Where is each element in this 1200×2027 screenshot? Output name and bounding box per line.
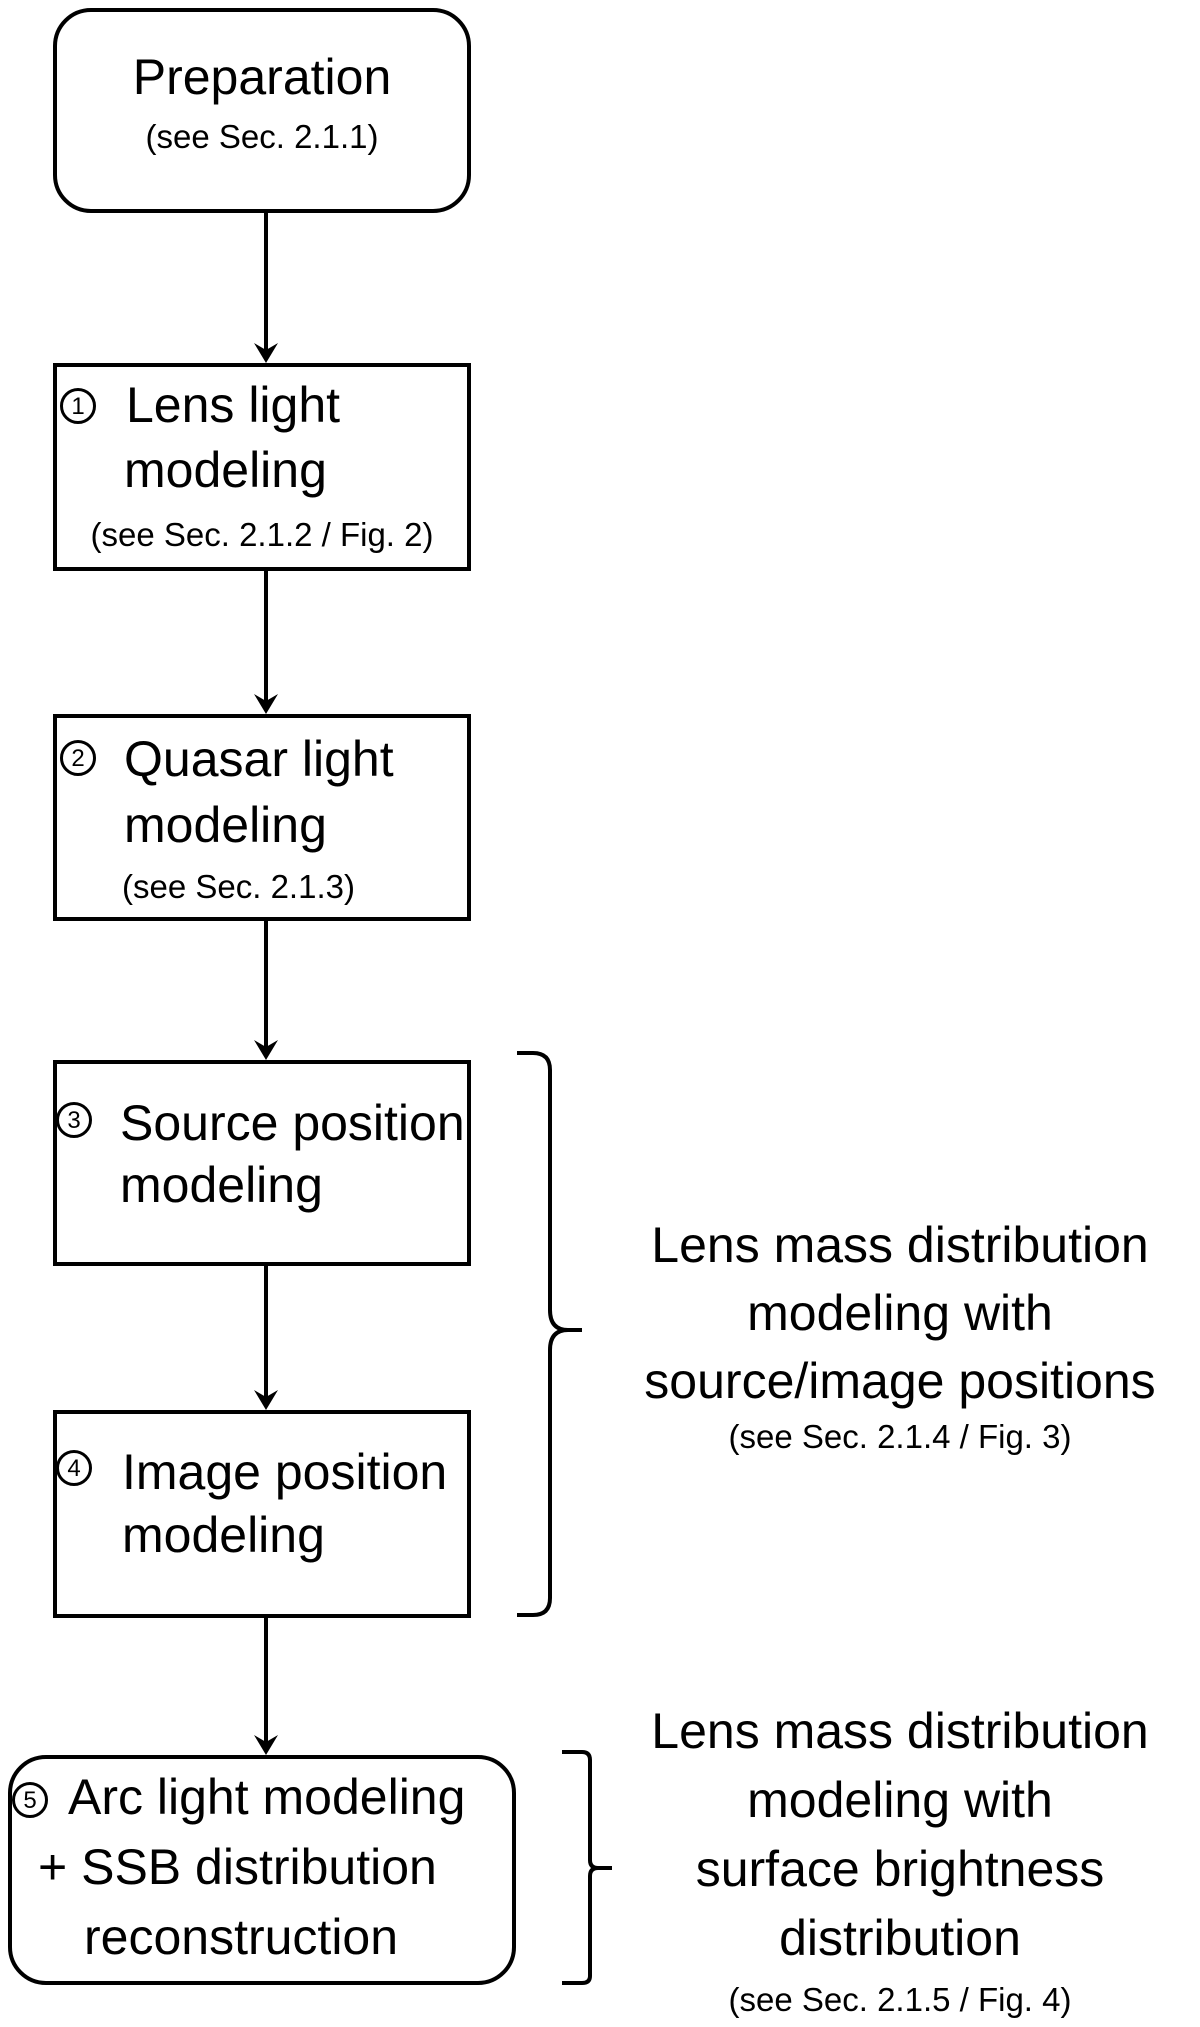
step-preparation bbox=[53, 8, 471, 213]
annotation-surface-line3: surface brightness bbox=[695, 1841, 1105, 1897]
step-3-title-line1: Source position bbox=[120, 1095, 465, 1151]
arrow-step3-to-step4 bbox=[254, 1265, 278, 1410]
step-5-box bbox=[8, 1755, 516, 1985]
annotation-surface-ref: (see Sec. 2.1.5 / Fig. 4) bbox=[728, 1981, 1072, 2018]
step-1-title-line1: Lens light bbox=[126, 377, 341, 433]
annotation-surface-line2: modeling with bbox=[747, 1772, 1053, 1828]
step-5-title-line2: + SSB distribution bbox=[38, 1839, 437, 1895]
step-1-box bbox=[53, 363, 471, 571]
annotation-surface-line4: distribution bbox=[779, 1910, 1021, 1966]
step-3-box bbox=[53, 1060, 471, 1266]
brace-positions-icon bbox=[517, 1051, 582, 1617]
annotation-positions-line3: source/image positions bbox=[644, 1353, 1156, 1409]
step-4-box bbox=[53, 1410, 471, 1618]
step-2-number-icon: 2 bbox=[60, 740, 96, 776]
step-2-box bbox=[53, 714, 471, 921]
arrow-step4-to-step5 bbox=[254, 1617, 278, 1755]
step-1-number-icon: 1 bbox=[60, 388, 96, 424]
step-2-ref: (see Sec. 2.1.3) bbox=[122, 868, 355, 905]
step-2-title-line1: Quasar light bbox=[124, 731, 394, 787]
annotation-positions-line2: modeling with bbox=[747, 1285, 1053, 1341]
step-5-number-icon: 5 bbox=[12, 1782, 48, 1818]
step-5-title-line1: Arc light modeling bbox=[68, 1769, 466, 1825]
step-2-title-line2: modeling bbox=[124, 797, 327, 853]
step-3-title-line2: modeling bbox=[120, 1157, 323, 1213]
step-preparation-ref: (see Sec. 2.1.1) bbox=[145, 118, 379, 155]
step-4-number-icon: 4 bbox=[56, 1450, 92, 1486]
arrow-step1-to-step2 bbox=[254, 570, 278, 714]
annotation-positions-line1: Lens mass distribution bbox=[651, 1217, 1149, 1273]
annotation-surface-line1: Lens mass distribution bbox=[651, 1703, 1149, 1759]
step-1-ref: (see Sec. 2.1.2 / Fig. 2) bbox=[90, 516, 434, 553]
brace-surface-icon bbox=[562, 1750, 612, 1985]
step-3-number-icon: 3 bbox=[56, 1102, 92, 1138]
annotation-positions-ref: (see Sec. 2.1.4 / Fig. 3) bbox=[728, 1418, 1072, 1455]
step-4-title-line2: modeling bbox=[122, 1507, 325, 1563]
arrow-prep-to-step1 bbox=[254, 212, 278, 363]
step-1-title-line2: modeling bbox=[124, 442, 327, 498]
step-4-title-line1: Image position bbox=[122, 1444, 448, 1500]
arrow-step2-to-step3 bbox=[254, 920, 278, 1060]
step-preparation-title: Preparation bbox=[132, 49, 392, 105]
step-5-title-line3: reconstruction bbox=[84, 1909, 399, 1965]
